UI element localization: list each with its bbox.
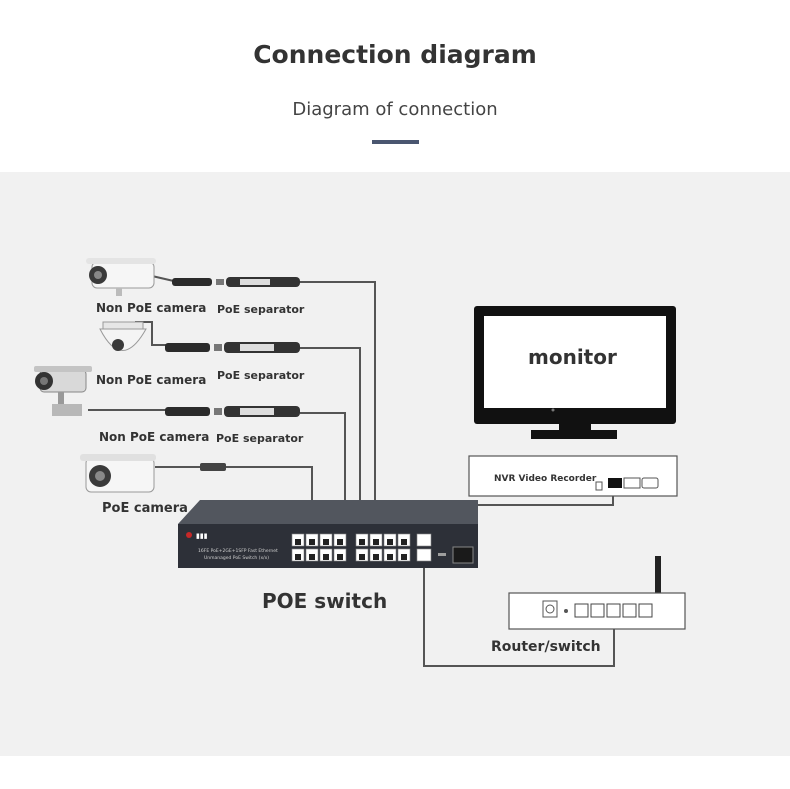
label-non-poe-camera-1: Non PoE camera bbox=[96, 301, 206, 315]
cable-separator3-switch bbox=[300, 412, 346, 525]
splitter-1 bbox=[172, 277, 300, 287]
switch-port-socket bbox=[401, 554, 407, 560]
label-non-poe-camera-3: Non PoE camera bbox=[99, 430, 209, 444]
title-underline bbox=[372, 140, 419, 144]
switch-port-socket bbox=[387, 554, 393, 560]
nvr-device bbox=[468, 455, 678, 497]
switch-front-text-2: Unmanaged PoE Switch (x/x) bbox=[204, 555, 269, 561]
page-title: Connection diagram bbox=[253, 40, 537, 69]
switch-port-socket bbox=[309, 554, 315, 560]
label-non-poe-camera-2: Non PoE camera bbox=[96, 373, 206, 387]
page-subtitle: Diagram of connection bbox=[292, 99, 498, 120]
uplink-port bbox=[416, 548, 432, 562]
switch-port-socket bbox=[337, 554, 343, 560]
switch-port-socket bbox=[373, 554, 379, 560]
switch-port-socket bbox=[323, 539, 329, 545]
label-poe-switch: POE switch bbox=[262, 589, 387, 613]
box-camera-icon bbox=[34, 366, 92, 416]
poe-switch: ▮▮▮ 16FE PoE+2GE+1SFP Fast Ethernet Unma… bbox=[178, 500, 478, 568]
switch-port-socket bbox=[295, 554, 301, 560]
router-port bbox=[638, 603, 653, 618]
router-device bbox=[508, 556, 686, 630]
switch-port-group bbox=[291, 533, 432, 562]
nvr-lan-port bbox=[608, 478, 622, 488]
cable-separator2-switch bbox=[300, 347, 361, 525]
switch-port-socket bbox=[401, 539, 407, 545]
router-port bbox=[622, 603, 637, 618]
cable-switch-router bbox=[423, 560, 615, 667]
svg-text:▮▮▮: ▮▮▮ bbox=[196, 532, 208, 540]
cable-separator1-switch bbox=[300, 281, 376, 525]
poe-bullet-camera-icon bbox=[80, 454, 156, 493]
switch-port-socket bbox=[295, 539, 301, 545]
monitor-icon bbox=[474, 306, 676, 439]
switch-front-text-1: 16FE PoE+2GE+1SFP Fast Ethernet bbox=[198, 548, 278, 554]
switch-port-socket bbox=[323, 554, 329, 560]
splitter-2 bbox=[165, 342, 300, 353]
sfp-port bbox=[452, 546, 474, 564]
switch-port-socket bbox=[387, 539, 393, 545]
label-poe-separator-2: PoE separator bbox=[217, 369, 305, 382]
splitter-3 bbox=[165, 406, 300, 417]
switch-port-socket bbox=[359, 539, 365, 545]
label-monitor: monitor bbox=[528, 345, 617, 369]
label-poe-camera: PoE camera bbox=[102, 501, 188, 516]
router-port bbox=[606, 603, 621, 618]
router-port-group bbox=[574, 603, 653, 618]
label-poe-separator-1: PoE separator bbox=[217, 303, 305, 316]
switch-port-socket bbox=[309, 539, 315, 545]
switch-port-socket bbox=[373, 539, 379, 545]
bullet-camera-icon bbox=[86, 258, 156, 296]
uplink-port bbox=[416, 533, 432, 547]
dome-camera-icon bbox=[99, 321, 147, 351]
switch-port-socket bbox=[359, 554, 365, 560]
router-port bbox=[574, 603, 589, 618]
rj45-plug-poe-camera bbox=[200, 463, 226, 471]
label-nvr: NVR Video Recorder bbox=[494, 474, 597, 484]
header: Connection diagram Diagram of connection bbox=[0, 0, 790, 172]
label-router-switch: Router/switch bbox=[491, 639, 601, 655]
router-port bbox=[590, 603, 605, 618]
switch-port-socket bbox=[337, 539, 343, 545]
label-poe-separator-3: PoE separator bbox=[216, 432, 304, 445]
